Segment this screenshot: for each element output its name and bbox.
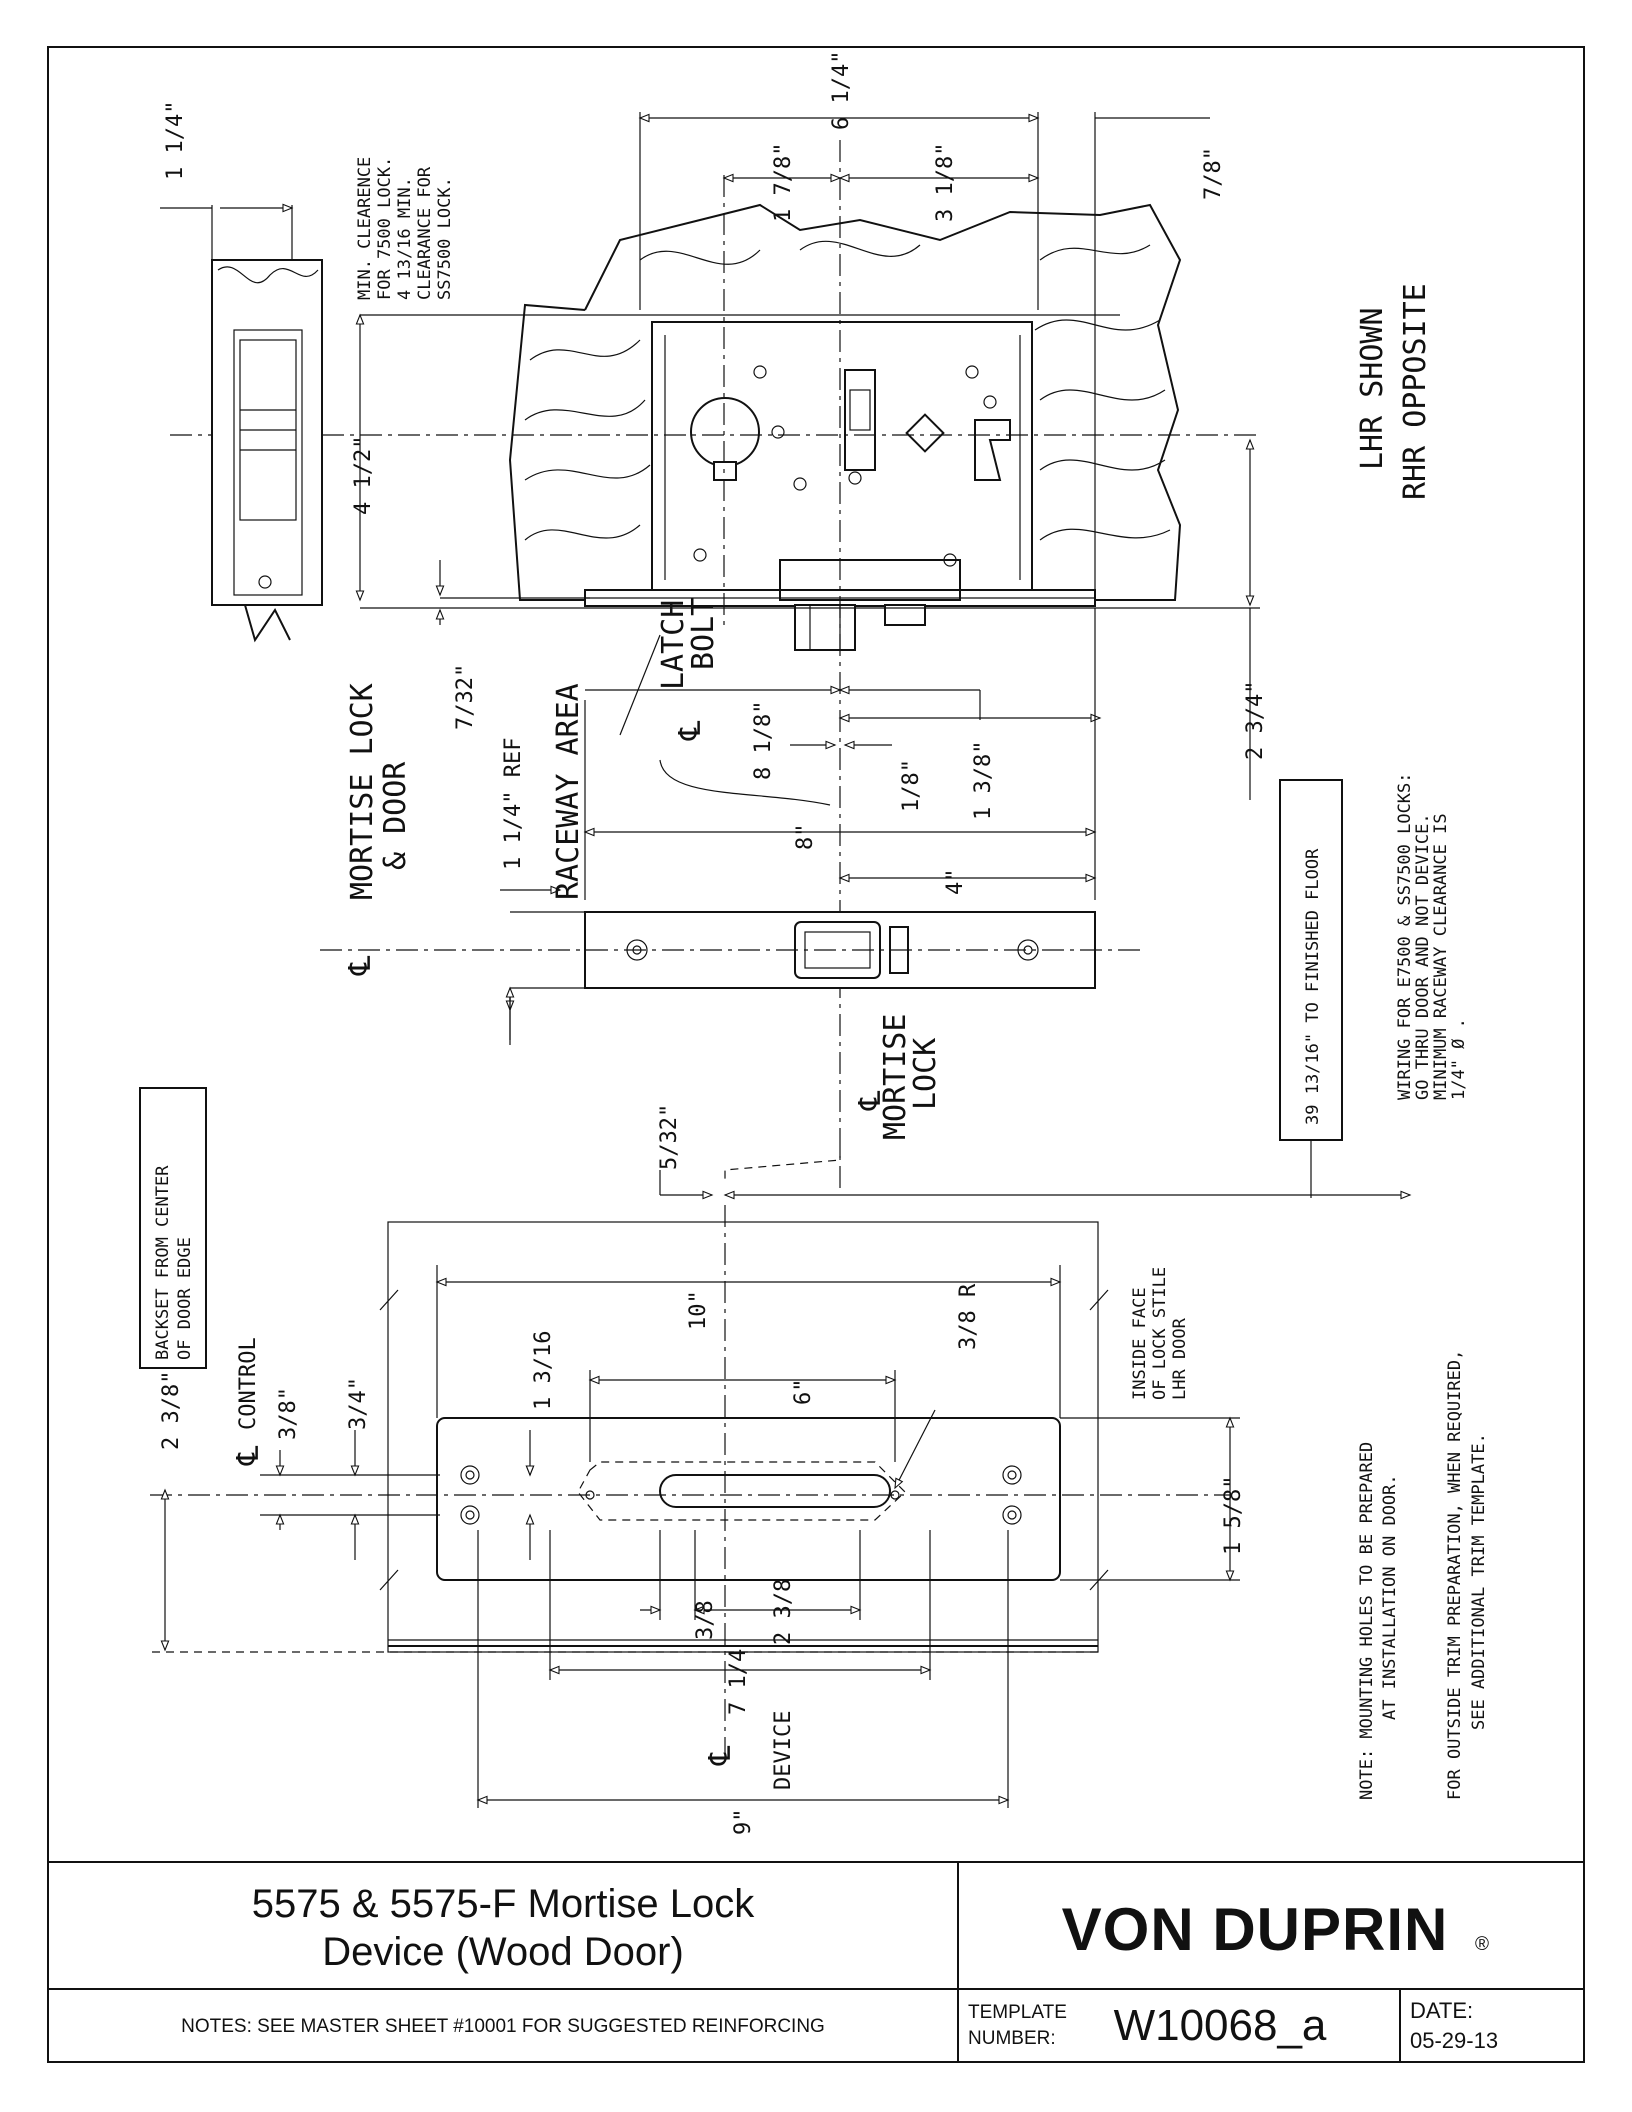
dim-2-3-4: 2 3/4" [1243, 681, 1268, 760]
svg-text:FOR 7500 LOCK.: FOR 7500 LOCK. [375, 157, 395, 300]
svg-text:WIRING FOR E7500 & SS7500 LOCK: WIRING FOR E7500 & SS7500 LOCKS: [1395, 772, 1415, 1100]
date-label: DATE: [1410, 1998, 1473, 2023]
svg-text:AT INSTALLATION ON DOOR.: AT INSTALLATION ON DOOR. [1380, 1474, 1400, 1720]
svg-text:CONTROL: CONTROL [236, 1337, 261, 1430]
dim-8: 8" [793, 824, 818, 851]
svg-text:4 13/16 MIN.: 4 13/16 MIN. [395, 177, 415, 300]
mortise-door-label: MORTISE LOCK & DOOR ℄ [343, 683, 413, 976]
dim-1-3-16: 1 3/16 [531, 1331, 556, 1410]
svg-text:MORTISE: MORTISE [878, 1014, 913, 1140]
dim-1-7-8: 1 7/8" [771, 143, 796, 222]
dim-3-4: 3/4" [346, 1377, 371, 1430]
dim-6: 6" [791, 1379, 816, 1406]
offset-dimension [659, 1150, 1412, 1200]
dim-1-1-4-ref: 1 1/4" REF [501, 738, 526, 870]
svg-text:℄: ℄ [343, 955, 378, 976]
dim-1-1-4-top: 1 1/4" [163, 101, 188, 180]
sheet-border [47, 46, 1585, 2063]
svg-text:BACKSET FROM CENTER: BACKSET FROM CENTER [153, 1165, 173, 1360]
svg-text:INSIDE FACE: INSIDE FACE [1130, 1287, 1150, 1400]
dim-6-1-4: 6 1/4" [829, 51, 854, 130]
svg-text:℄: ℄ [853, 1090, 888, 1111]
svg-text:LATCH: LATCH [656, 600, 691, 690]
dim-5-32: 5/32" [657, 1104, 682, 1170]
backset-box: BACKSET FROM CENTER OF DOOR EDGE [139, 1087, 207, 1369]
svg-text:OF DOOR EDGE: OF DOOR EDGE [175, 1237, 195, 1360]
svg-text:GO THRU DOOR AND NOT DEVICE.: GO THRU DOOR AND NOT DEVICE. [1413, 813, 1433, 1100]
dim-1-8: 1/8" [899, 759, 924, 812]
dim-3-8: 3/8" [276, 1387, 301, 1440]
dim-7-32: 7/32" [453, 664, 478, 730]
template-number: W10068_a [1114, 2001, 1327, 2050]
dim-4-1-2: 4 1/2" [351, 436, 376, 515]
svg-text:NOTE: MOUNTING HOLES TO BE PRE: NOTE: MOUNTING HOLES TO BE PREPARED [1357, 1442, 1377, 1800]
raceway-area-label: RACEWAY AREA [551, 683, 586, 900]
template-number-label-1: TEMPLATE [968, 2002, 1067, 2023]
dim-3-8-slot: 3/8 [693, 1600, 718, 1640]
svg-text:CLEARANCE FOR: CLEARANCE FOR [415, 166, 435, 300]
dim-2-3-8-slot: 2 3/8 [771, 1579, 796, 1645]
device-template-view [150, 1205, 1230, 1760]
top-dimensions [160, 112, 1260, 609]
svg-text:MORTISE LOCK: MORTISE LOCK [345, 683, 380, 900]
svg-text:FOR OUTSIDE TRIM PREPARATION,: FOR OUTSIDE TRIM PREPARATION, WHEN REQUI… [1445, 1350, 1465, 1800]
dim-8-1-8: 8 1/8" [751, 701, 776, 780]
title-block [48, 1861, 1584, 2062]
dim-1-5-8: 1 5/8" [1221, 1476, 1246, 1555]
svg-text:BOLT: BOLT [686, 598, 721, 670]
svg-text:39 13/16" TO FINISHED FLOOR: 39 13/16" TO FINISHED FLOOR [1303, 848, 1323, 1125]
svg-text:OF LOCK STILE: OF LOCK STILE [1150, 1267, 1170, 1400]
reinforcing-note: NOTES: SEE MASTER SHEET #10001 FOR SUGGE… [181, 2016, 825, 2037]
lock-elevation-view [170, 140, 1260, 1190]
wiring-note: WIRING FOR E7500 & SS7500 LOCKS: GO THRU… [1395, 772, 1469, 1100]
svg-text:MINIMUM RACEWAY CLEARANCE IS: MINIMUM RACEWAY CLEARANCE IS [1431, 813, 1451, 1100]
brand-logo: VON DUPRIN [1062, 1896, 1449, 1963]
dim-10: 10" [686, 1290, 711, 1330]
template-number-label-2: NUMBER: [968, 2028, 1056, 2049]
brand-registered-mark: ® [1475, 1934, 1489, 1955]
svg-text:LHR SHOWN: LHR SHOWN [1355, 307, 1390, 470]
door-edge-section [211, 205, 323, 643]
title-line-1: 5575 & 5575-F Mortise Lock [252, 1882, 755, 1926]
dim-7-8: 7/8" [1201, 147, 1226, 200]
svg-text:SEE ADDITIONAL TRIM TEMPLATE.: SEE ADDITIONAL TRIM TEMPLATE. [1469, 1433, 1489, 1730]
date-value: 05-29-13 [1410, 2028, 1498, 2053]
svg-text:LHR DOOR: LHR DOOR [1170, 1317, 1190, 1400]
svg-text:DEVICE: DEVICE [771, 1711, 796, 1790]
dim-9: 9" [731, 1809, 756, 1836]
svg-text:SS7500 LOCK.: SS7500 LOCK. [435, 177, 455, 300]
dim-1-3-8: 1 3/8" [971, 741, 996, 820]
clearance-note: MIN. CLEARENCE FOR 7500 LOCK. 4 13/16 MI… [355, 157, 455, 300]
device-centerline-label: ℄ DEVICE [703, 1711, 796, 1790]
mounting-note: NOTE: MOUNTING HOLES TO BE PREPARED AT I… [1357, 1442, 1400, 1800]
latch-bolt-label: LATCH BOLT ℄ [656, 598, 721, 741]
svg-text:RHR OPPOSITE: RHR OPPOSITE [1398, 283, 1433, 500]
title-line-2: Device (Wood Door) [322, 1930, 684, 1974]
svg-text:& DOOR: & DOOR [378, 761, 413, 870]
dim-4: 4" [943, 869, 968, 896]
dim-7-1-4: 7 1/4 [726, 1649, 751, 1715]
svg-text:1/4" Ø .: 1/4" Ø . [1449, 1018, 1469, 1100]
floor-height-box: 39 13/16" TO FINISHED FLOOR [1279, 779, 1343, 1198]
dim-3-1-8: 3 1/8" [933, 143, 958, 222]
middle-dimensions [435, 560, 1251, 1045]
svg-text:℄: ℄ [231, 1445, 266, 1466]
svg-text:℄: ℄ [673, 720, 708, 741]
svg-text:℄: ℄ [703, 1745, 738, 1766]
mortise-lock-label: ℄ MORTISE LOCK [853, 1014, 943, 1140]
dim-3-8-r: 3/8 R [956, 1283, 981, 1350]
svg-text:MIN. CLEARENCE: MIN. CLEARENCE [355, 157, 375, 300]
dim-2-3-8-control: 2 3/8" [159, 1371, 184, 1450]
trim-note: FOR OUTSIDE TRIM PREPARATION, WHEN REQUI… [1445, 1350, 1489, 1800]
device-dimensions [160, 1265, 1240, 1808]
faceplate-front-view [320, 911, 1140, 1040]
handing-note: LHR SHOWN RHR OPPOSITE [1355, 283, 1433, 500]
svg-text:LOCK: LOCK [908, 1038, 943, 1110]
inside-face-label: INSIDE FACE OF LOCK STILE LHR DOOR [1130, 1267, 1190, 1400]
control-label: ℄ CONTROL [231, 1337, 266, 1466]
